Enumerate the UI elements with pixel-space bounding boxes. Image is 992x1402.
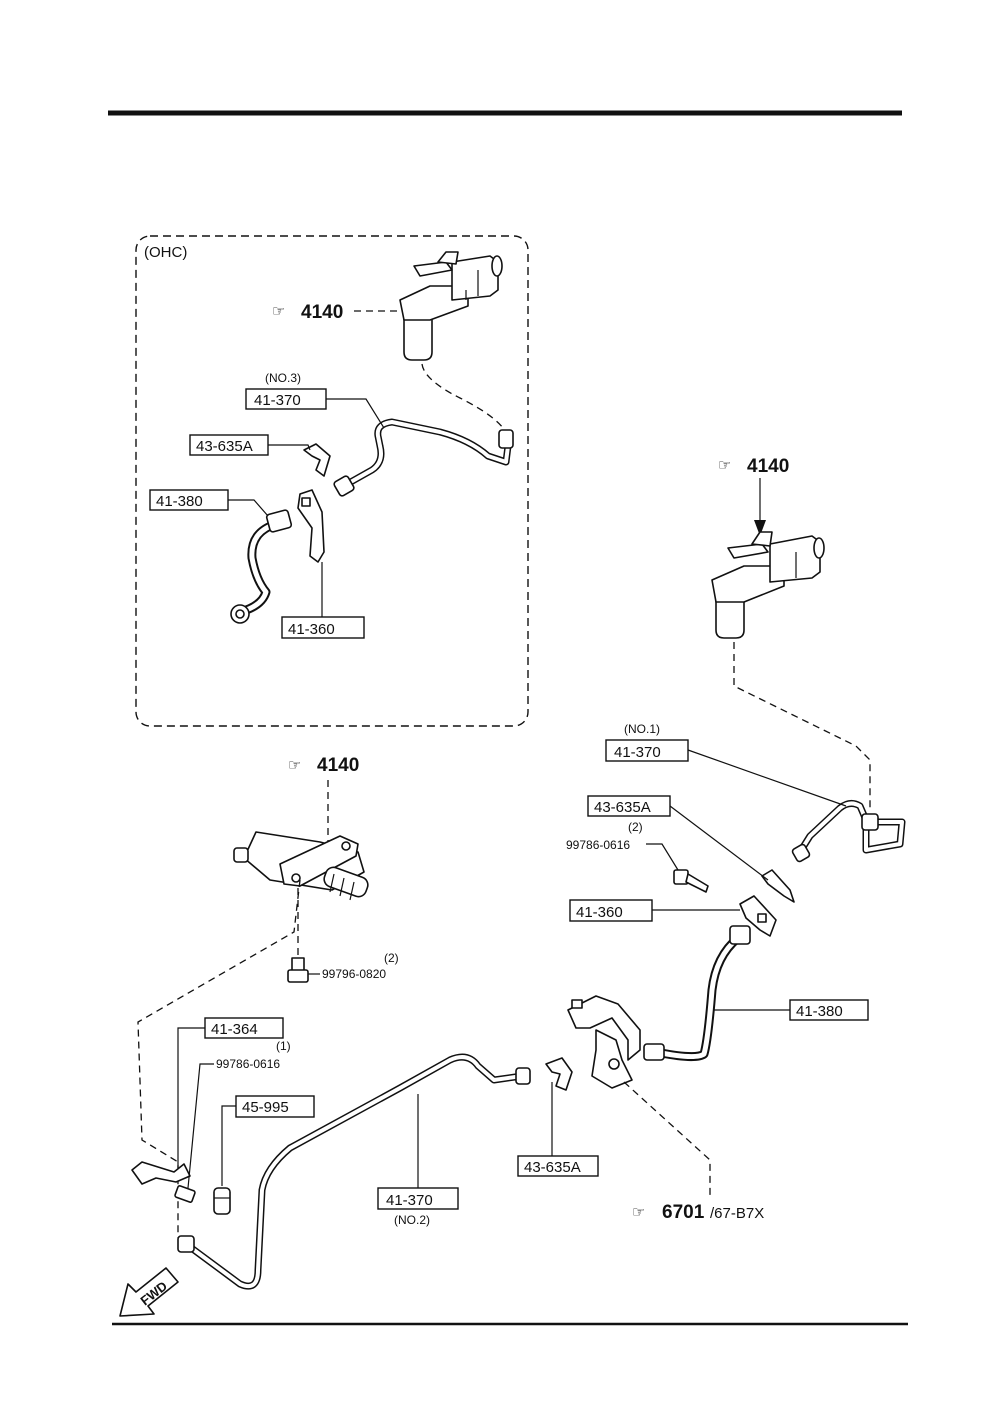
inset-title: (OHC) [144,244,187,261]
bolt-center [287,957,309,983]
fwd-arrow-icon: FWD [119,1267,179,1317]
right-group: ☞ 4140 (NO.1) 41-370 4 [566,456,906,1223]
right-bolt-label: 99786-0616 [566,838,630,852]
line-bracket [131,1161,191,1185]
clip-inset [303,443,331,477]
right-mc-ref-icon: ☞ [718,457,731,474]
hose-inset [230,509,293,624]
center-bolt-qty: (2) [384,951,399,965]
inset-mc-ref: 4140 [301,302,343,323]
right-bracket-label: 41-360 [576,904,623,921]
bracket-inset [297,489,325,563]
right-pipe-label: 41-370 [614,744,661,761]
right-hose-label: 41-380 [796,1003,843,1020]
right-pipe-no: (NO.1) [624,722,660,736]
bracket-right [739,895,777,937]
clip-center [545,1057,573,1091]
pipe-no3-inset [333,418,514,497]
bleeder [213,1187,231,1215]
inset-hose-label: 41-380 [156,493,203,510]
center-rc-ref-icon: ☞ [288,757,301,774]
pipe-no2-center [177,1053,531,1290]
inset-pipe-label: 41-370 [254,392,301,409]
master-cylinder-inset [399,251,503,361]
clip-right [761,869,795,903]
center-bolt-label: 99796-0820 [322,967,386,981]
inset-pipe-no: (NO.3) [265,371,301,385]
inset-bracket-box [281,616,365,639]
inset-clip-label: 43-635A [196,438,253,455]
center-bolt2-label: 99786-0616 [216,1057,280,1071]
hose-mount-bracket [567,995,641,1089]
ohc-inset: (OHC) ☞ 4140 (NO.3) 41-370 [135,235,529,727]
inset-border [135,235,529,727]
right-bracket-ref-suffix: /67-B7X [710,1205,764,1222]
center-bolt2-qty: (1) [276,1039,291,1053]
pipe-no1-right [791,799,906,863]
bolt-right [673,869,709,893]
right-mc-ref: 4140 [747,456,789,477]
bolt-bracket [174,1185,196,1203]
center-bleeder-label: 45-995 [242,1099,289,1116]
center-group: ☞ 4140 (2) 99796-0820 41-364 [131,755,599,1290]
hose-right [643,925,751,1062]
center-pipe-label: 41-370 [386,1192,433,1209]
right-bracket-ref-main: 6701 [662,1202,705,1223]
inset-mc-ref-icon: ☞ [272,303,285,320]
center-clip-label: 43-635A [524,1159,581,1176]
release-cylinder [233,831,369,901]
center-rc-ref: 4140 [317,755,359,776]
center-pipe-no: (NO.2) [394,1213,430,1227]
center-clip-box [517,1155,599,1177]
right-bracket-ref-icon: ☞ [632,1204,645,1221]
right-clip-label: 43-635A [594,799,651,816]
right-bolt-qty: (2) [628,820,643,834]
center-line-bracket-label: 41-364 [211,1021,258,1038]
master-cylinder-right [711,531,825,639]
inset-bracket-label: 41-360 [288,621,335,638]
